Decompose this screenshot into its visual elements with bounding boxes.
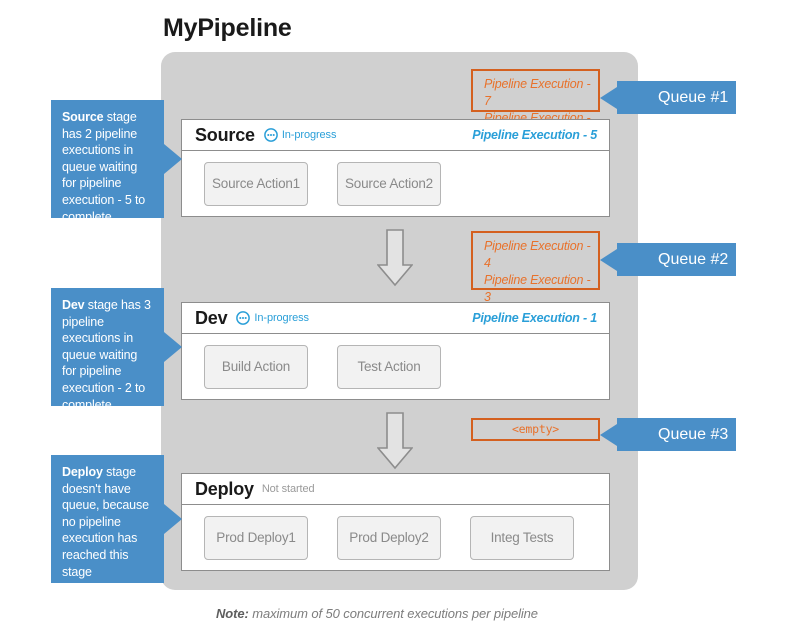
stage-status-label: Not started <box>261 483 315 495</box>
page-title: MyPipeline <box>163 14 292 42</box>
stage-card-source[interactable]: Source In-progress Pipeline Execution - … <box>181 119 610 217</box>
queue-label-text: Queue #3 <box>658 425 729 443</box>
stage-header: Deploy Not started <box>182 474 609 505</box>
action-box[interactable]: Prod Deploy1 <box>204 515 308 560</box>
callout-text: stage has 3 pipeline executions in queue… <box>62 298 151 412</box>
queue-box-2: Pipeline Execution - 4 Pipeline Executio… <box>471 231 600 338</box>
note-text: maximum of 50 concurrent executions per … <box>248 606 538 621</box>
callout-deploy: Deploy stage doesn't have queue, because… <box>51 455 182 583</box>
callout-source: Source stage has 2 pipeline executions i… <box>51 100 182 224</box>
stage-card-dev[interactable]: Dev In-progress Pipeline Execution - 1 B… <box>181 302 610 400</box>
stage-card-deploy[interactable]: Deploy Not started Prod Deploy1 Prod Dep… <box>181 473 610 571</box>
queue-label-1[interactable]: Queue #1 <box>600 81 736 114</box>
stage-name: Source <box>195 124 255 145</box>
stage-name: Dev <box>195 307 228 328</box>
callout-tail-icon <box>164 144 182 174</box>
stage-status-label: In-progress <box>254 312 309 324</box>
action-box[interactable]: Prod Deploy2 <box>337 515 441 560</box>
flow-arrow-icon <box>376 229 414 287</box>
queue-box-1: Pipeline Execution - 7 Pipeline Executio… <box>471 69 600 142</box>
flow-arrow-icon <box>376 412 414 470</box>
callout-bold: Dev <box>62 298 85 312</box>
queue-label-text: Queue #1 <box>658 88 729 106</box>
stage-status-label: In-progress <box>281 129 337 141</box>
callout-text: stage has 2 pipeline executions in queue… <box>62 110 146 224</box>
queue-item: Pipeline Execution - 3 <box>484 273 591 304</box>
callout-bold: Deploy <box>62 465 103 479</box>
queue-label-3[interactable]: Queue #3 <box>600 418 736 451</box>
action-box[interactable]: Source Action2 <box>337 161 441 206</box>
callout-dev: Dev stage has 3 pipeline executions in q… <box>51 288 182 412</box>
queue-label-2[interactable]: Queue #2 <box>600 243 736 276</box>
stage-actions: Build Action Test Action <box>182 334 609 399</box>
footer-note: Note: maximum of 50 concurrent execution… <box>216 606 538 621</box>
callout-text: stage doesn't have queue, because no pip… <box>62 465 149 579</box>
callout-tail-icon <box>164 332 182 362</box>
callout-tail-icon <box>600 86 617 109</box>
stage-execution-label: Pipeline Execution - 1 <box>472 311 597 325</box>
stage-execution-label: Pipeline Execution - 5 <box>472 128 597 142</box>
note-bold: Note: <box>216 606 249 621</box>
in-progress-icon <box>236 311 251 325</box>
action-box[interactable]: Integ Tests <box>470 515 574 560</box>
queue-item: Pipeline Execution - 7 <box>484 77 591 108</box>
stage-header: Dev In-progress Pipeline Execution - 1 <box>182 303 609 334</box>
queue-label-text: Queue #2 <box>658 250 729 268</box>
stage-header: Source In-progress Pipeline Execution - … <box>182 120 609 151</box>
stage-status: In-progress <box>263 128 337 142</box>
queue-box-3: <empty> <box>471 418 600 441</box>
queue-item: Pipeline Execution - 4 <box>484 239 591 270</box>
callout-bold: Source <box>62 110 104 124</box>
stage-status: In-progress <box>236 311 309 325</box>
stage-actions: Prod Deploy1 Prod Deploy2 Integ Tests <box>182 505 609 570</box>
action-box[interactable]: Test Action <box>337 344 441 389</box>
stage-actions: Source Action1 Source Action2 <box>182 151 609 216</box>
callout-tail-icon <box>600 248 617 271</box>
queue-item-empty: <empty> <box>511 422 560 436</box>
stage-name: Deploy <box>195 478 254 499</box>
in-progress-icon <box>263 128 278 142</box>
callout-tail-icon <box>600 423 617 446</box>
action-box[interactable]: Build Action <box>204 344 308 389</box>
callout-tail-icon <box>164 504 182 534</box>
action-box[interactable]: Source Action1 <box>204 161 308 206</box>
